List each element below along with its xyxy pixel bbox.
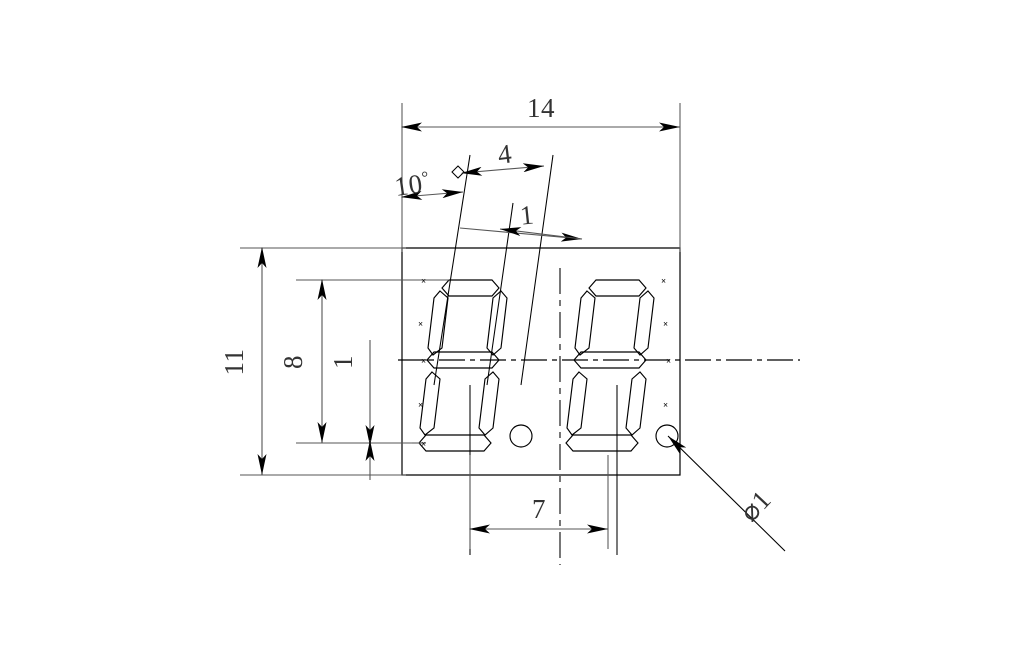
decimal-point-right <box>655 424 679 448</box>
segment-reference-tick: × <box>663 400 668 410</box>
display-body-outline <box>401 247 681 476</box>
segment-reference-tick: × <box>663 319 668 329</box>
segment-reference-tick: × <box>421 276 426 286</box>
segment-reference-tick: × <box>661 276 666 286</box>
slant-construction-lines <box>433 154 554 386</box>
overall-width-dimension: 14 <box>401 93 681 252</box>
segment-reference-tick: × <box>666 356 671 366</box>
overall-width-label: 14 <box>527 93 555 123</box>
seven-segment-digit-left <box>418 279 508 452</box>
digit-pitch-dimension: 7 <box>469 455 609 549</box>
digit-width-label: 4 <box>496 138 514 169</box>
overall-height-dimension: 11 <box>219 247 406 476</box>
segment-reference-lines <box>412 279 449 444</box>
decimal-point-left <box>509 424 533 448</box>
segment-reference-tick: × <box>421 439 426 449</box>
decimal-point-diameter-dimension: ⌀1 <box>667 435 786 552</box>
slant-angle-dimension: 10° <box>393 165 465 202</box>
slant-angle-label: 10° <box>393 167 432 202</box>
digit-width-dimension: 4 <box>461 138 545 176</box>
digit-pitch-label: 7 <box>532 494 546 524</box>
bottom-offset-dimension: 1 <box>328 340 426 480</box>
segment-reference-ticks: × × × × × × × × × <box>418 276 671 449</box>
bottom-offset-label: 1 <box>328 355 358 369</box>
seven-segment-digit-right <box>565 279 655 452</box>
decimal-point-diameter-label: ⌀1 <box>734 484 777 527</box>
overall-height-label: 11 <box>219 349 249 376</box>
segment-reference-tick: × <box>418 400 423 410</box>
segment-width-label: 1 <box>519 199 536 230</box>
segment-reference-tick: × <box>421 356 426 366</box>
segment-width-dimension: 1 <box>459 199 583 242</box>
segment-reference-tick: × <box>418 319 423 329</box>
digit-height-label: 8 <box>278 355 308 369</box>
